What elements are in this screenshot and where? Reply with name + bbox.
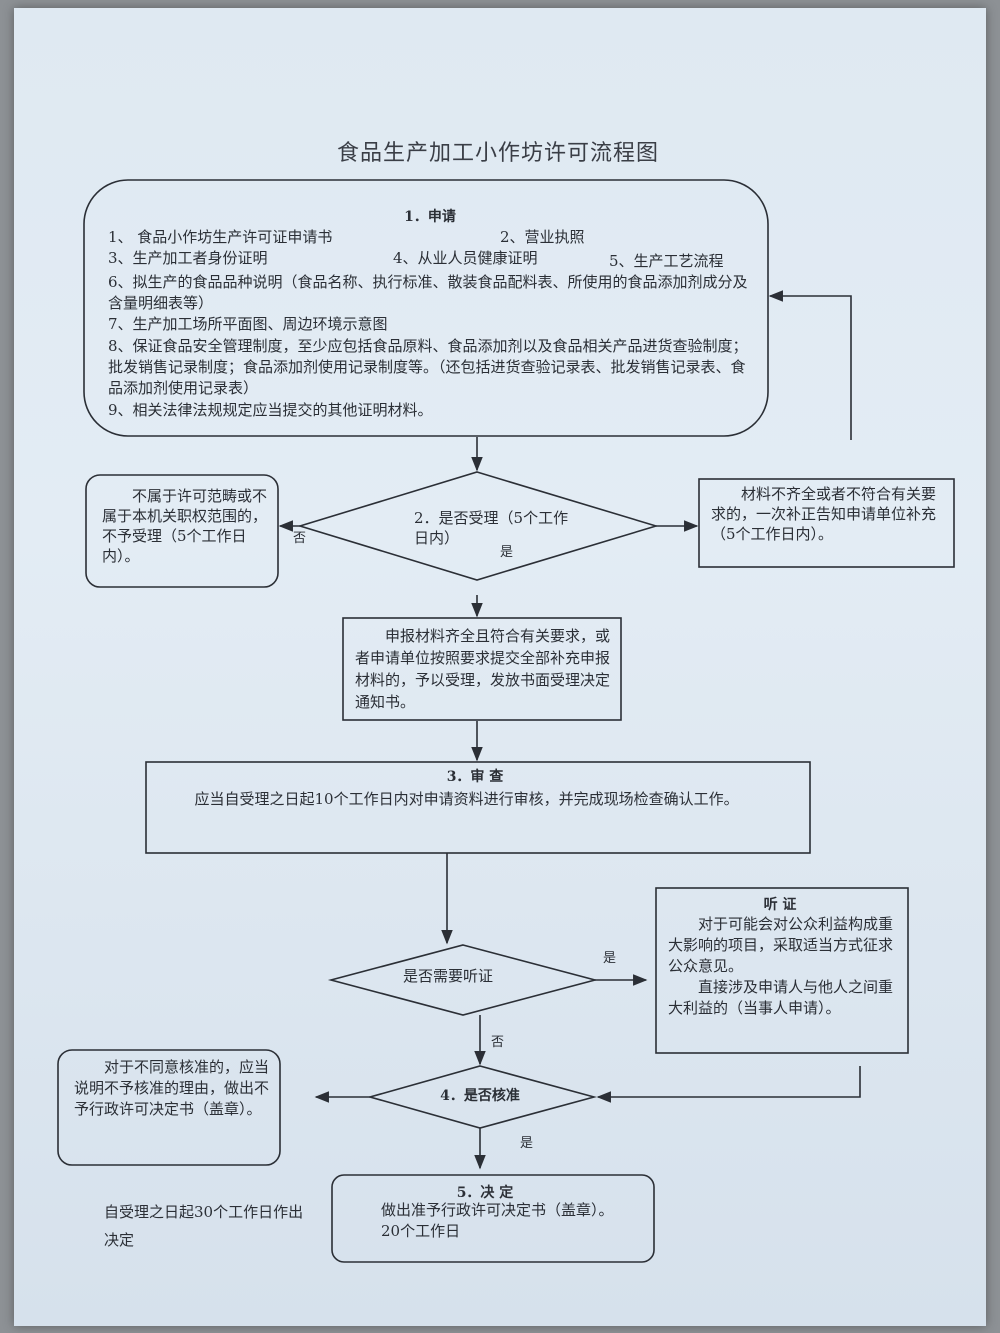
step1-item: 1、 食品小作坊生产许可证申请书: [108, 228, 333, 246]
step4-reject-box: [57, 1049, 281, 1166]
accept-text: 申报材料齐全且符合有关要求，或者申请单位按照要求提交全部补充申报材料的，予以受理…: [355, 627, 611, 711]
paper-sheet: [14, 8, 986, 1326]
step1-item: 4、从业人员健康证明: [393, 249, 538, 267]
reject-box: [85, 474, 279, 588]
hearing-box-heading: 听 证: [763, 897, 797, 913]
step4-decision-label: 4．是否核准: [440, 1088, 520, 1104]
step2-decision-label: 2．是否受理（5个工作日内）: [414, 509, 569, 547]
step1-item: 7、生产加工场所平面图、周边环境示意图: [108, 315, 388, 333]
hearing-box-text: 直接涉及申请人与他人之间重大利益的（当事人申请）。: [668, 978, 894, 1017]
hearing-box-text: 对于可能会对公众利益构成重大影响的项目，采取适当方式征求公众意见。: [668, 915, 894, 975]
step2-yes-label: 是: [500, 545, 514, 560]
step1-item: 2、营业执照: [500, 228, 585, 246]
hearing-decision-label: 是否需要听证: [403, 967, 494, 985]
step5-line1: 做出准予行政许可决定书（盖章）。: [381, 1201, 614, 1219]
step3-text: 应当自受理之日起10个工作日内对申请资料进行审核，并完成现场检查确认工作。: [194, 790, 739, 808]
step5-box: [331, 1174, 655, 1263]
hearing-box: [655, 887, 909, 1054]
step1-box: [83, 179, 769, 437]
supplement-box: [698, 478, 955, 568]
supplement-text: 材料不齐全或者不符合有关要求的，一次补正告知申请单位补充（5个工作日内）。: [711, 485, 937, 543]
hearing-diamond: [327, 944, 599, 1016]
step4-reject-text: 对于不同意核准的，应当说明不予核准的理由，做出不予行政许可决定书（盖章）。: [74, 1058, 270, 1118]
step1-item: 5、生产工艺流程: [609, 252, 724, 270]
step4-yes-label: 是: [520, 1136, 534, 1151]
page-title: 食品生产加工小作坊许可流程图: [337, 141, 660, 166]
step2-no-label: 否: [293, 531, 307, 546]
step3-box: [145, 761, 811, 854]
step1-heading: 1．申请: [404, 209, 456, 225]
deadline-note: 自受理之日起30个工作日作出决定: [104, 1203, 304, 1249]
hearing-yes-label: 是: [603, 951, 617, 966]
step1-item: 9、相关法律法规规定应当提交的其他证明材料。: [108, 401, 433, 419]
accept-box: [342, 617, 622, 721]
step1-item: 8、保证食品安全管理制度，至少应包括食品原料、食品添加剂以及食品相关产品进货查验…: [108, 337, 748, 397]
step1-item: 6、拟生产的食品品种说明（食品名称、执行标准、散装食品配料表、所使用的食品添加剂…: [108, 273, 748, 312]
hearing-no-label: 否: [491, 1035, 505, 1050]
step5-heading: 5．决 定: [456, 1185, 514, 1201]
reject-text: 不属于许可范畴或不属于本机关职权范围的，不予受理（5个工作日内）。: [102, 487, 268, 565]
step5-line2: 20个工作日: [381, 1222, 461, 1240]
step3-heading: 3．审 查: [446, 769, 504, 785]
step2-diamond: [297, 471, 659, 581]
step1-item: 3、生产加工者身份证明: [108, 249, 268, 267]
